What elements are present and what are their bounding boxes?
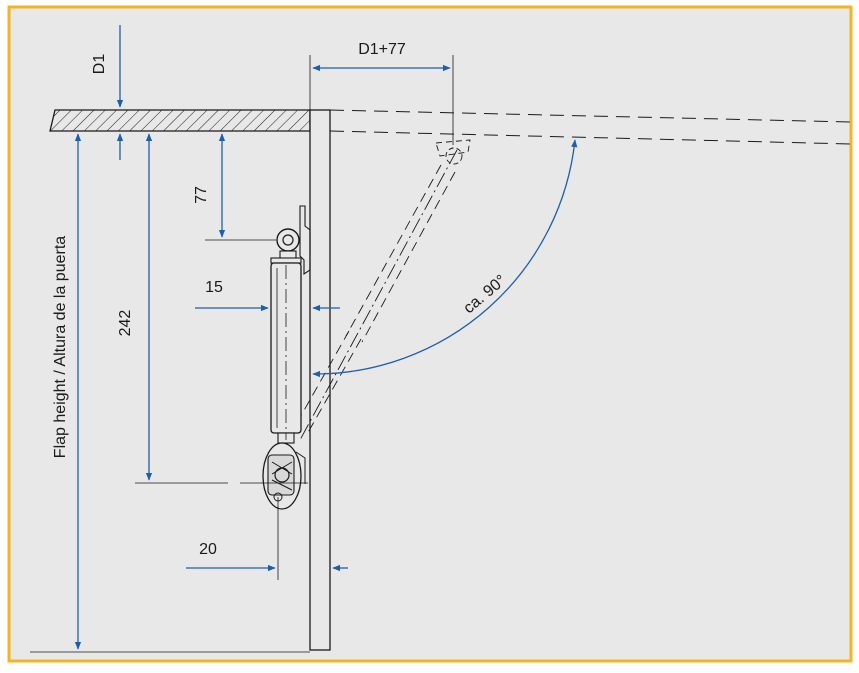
label-flap-height: Flap height / Altura de la puerta [52, 236, 69, 458]
cabinet-top-panel [49, 109, 311, 132]
label-d1: D1 [91, 54, 108, 75]
lower-mounting-fitting [262, 442, 306, 510]
cabinet-side-panel [309, 109, 331, 651]
label-77: 77 [193, 186, 210, 204]
dimension-lines [74, 25, 578, 650]
frame-border [7, 5, 853, 663]
label-d1-plus-77: D1+77 [358, 41, 406, 58]
upper-mounting-bracket [299, 205, 311, 276]
upper-pivot [276, 228, 300, 252]
label-15: 15 [205, 279, 223, 296]
label-242: 242 [117, 310, 134, 337]
extension-lines [30, 55, 454, 653]
gas-strut [270, 250, 302, 444]
dim-arc-angle [312, 139, 578, 378]
label-20: 20 [199, 541, 217, 558]
drawing-background [9, 7, 851, 661]
